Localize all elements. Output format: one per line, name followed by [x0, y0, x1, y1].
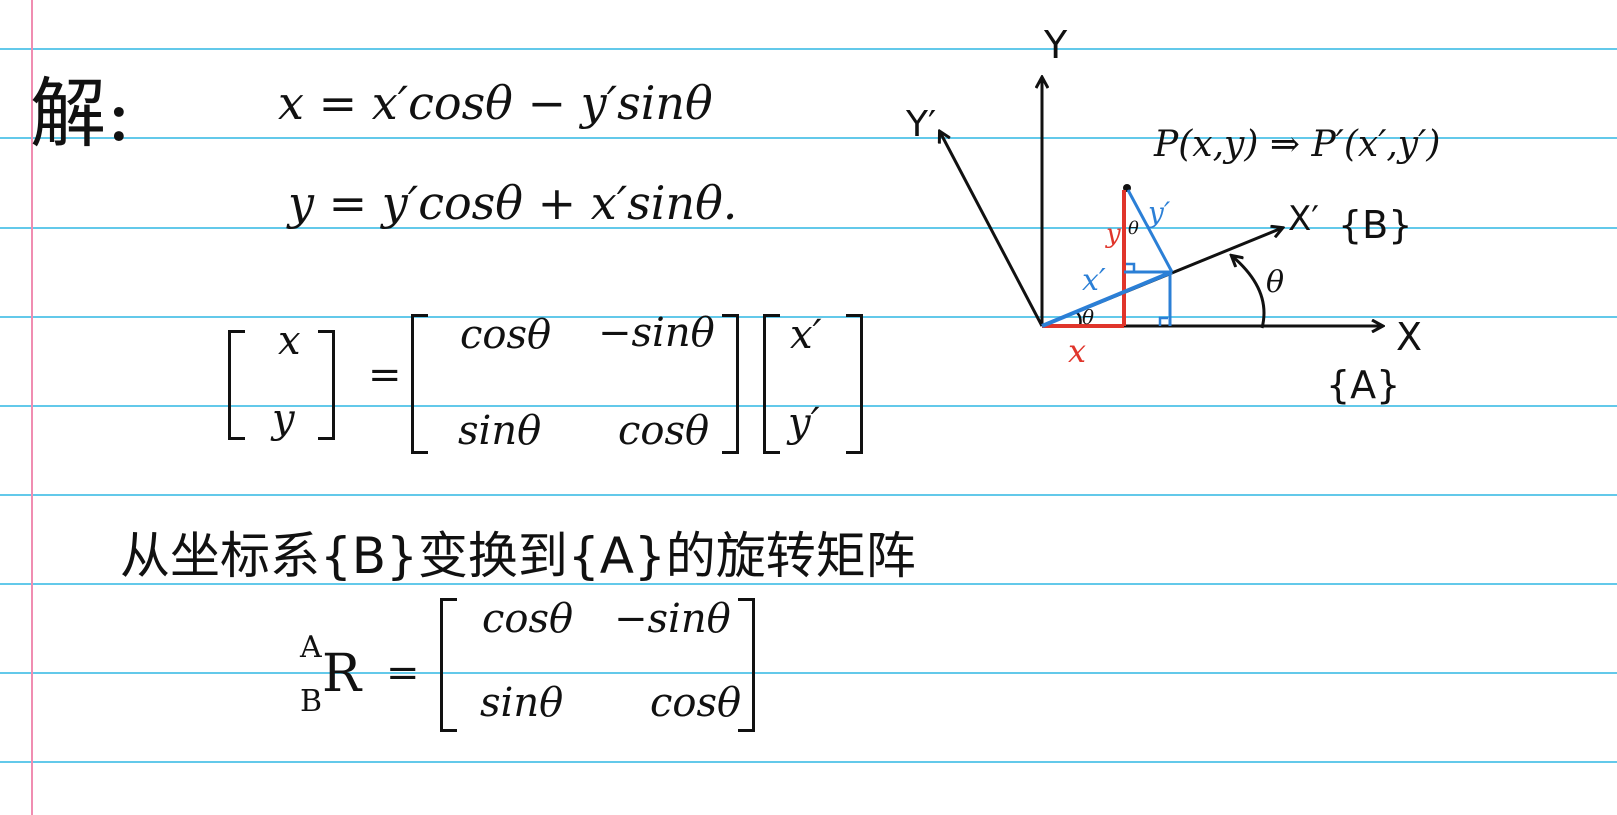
rhs-right-bracket [846, 314, 863, 454]
rotation-superscript: A [300, 630, 322, 665]
ruled-line [0, 227, 1617, 229]
lhs-left-bracket [228, 330, 245, 440]
rhs-left-bracket [763, 314, 780, 454]
equation-x: x = x′cosθ − y′sinθ [278, 76, 713, 130]
blue-right-angle-mark-2 [1158, 316, 1168, 326]
matrix-left-bracket [411, 314, 428, 454]
solution-label: 解: [30, 69, 132, 158]
ruled-line [0, 137, 1617, 139]
matrix-cell-21: sinθ [458, 408, 542, 454]
axis-x-prime-label: X′ [1288, 199, 1319, 239]
point-mapping: P(x,y) ⇒ P′(x′,y′) [1153, 124, 1440, 165]
lhs-x: x [278, 318, 301, 364]
blue-y-prime-segment [1126, 189, 1174, 273]
rotation-cell-21: sinθ [480, 680, 564, 726]
axis-y-prime-label: Y′ [905, 104, 936, 145]
top-angle-label: θ [1128, 218, 1139, 239]
rotation-left-bracket [440, 598, 457, 732]
rotation-cell-22: cosθ [650, 680, 742, 726]
rotation-subscript: B [300, 684, 323, 719]
caption: 从坐标系{B}变换到{A}的旋转矩阵 [120, 527, 916, 585]
label-x-prime-blue: x′ [1082, 263, 1106, 298]
matrix-cell-12: −sinθ [598, 310, 715, 356]
rotation-symbol: R [322, 644, 362, 704]
ruled-line [0, 48, 1617, 50]
equation-y: y = y′cosθ + x′sinθ. [288, 176, 738, 230]
label-y-prime-blue: y′ [1146, 196, 1171, 229]
rotation-right-bracket [738, 598, 755, 732]
rhs-x-prime: x′ [790, 312, 822, 358]
label-x-red: x [1068, 332, 1086, 370]
axis-y-label: Y [1043, 23, 1068, 67]
ruled-line [0, 583, 1617, 585]
matrix-equals: = [368, 352, 402, 398]
angle-label: θ [1266, 265, 1284, 300]
rotation-equals: = [386, 650, 420, 696]
ruled-line [0, 672, 1617, 674]
y-prime-axis [940, 132, 1044, 327]
inner-angle-arc [1075, 310, 1082, 327]
ruled-line [0, 494, 1617, 496]
rotation-cell-11: cosθ [482, 596, 574, 642]
blue-right-angle-mark-1 [1126, 262, 1136, 272]
matrix-cell-11: cosθ [460, 312, 552, 358]
frame-b-label: {B} [1338, 203, 1412, 247]
margin-line [31, 0, 33, 815]
frame-a-label: {A} [1326, 363, 1400, 407]
rhs-y-prime: y′ [788, 400, 820, 446]
matrix-cell-22: cosθ [618, 408, 710, 454]
axis-x-label: X [1396, 315, 1422, 359]
label-y-red: y [1105, 219, 1121, 249]
angle-arc [1232, 256, 1266, 329]
ruled-line [0, 761, 1617, 763]
matrix-right-bracket [722, 314, 739, 454]
ruled-line [0, 405, 1617, 407]
ruled-line [0, 316, 1617, 318]
rotation-cell-12: −sinθ [614, 596, 731, 642]
blue-x-prime-segment [1041, 270, 1173, 328]
lhs-right-bracket [318, 330, 335, 440]
inner-angle-label: θ [1082, 305, 1094, 329]
lhs-y: y [272, 396, 295, 442]
